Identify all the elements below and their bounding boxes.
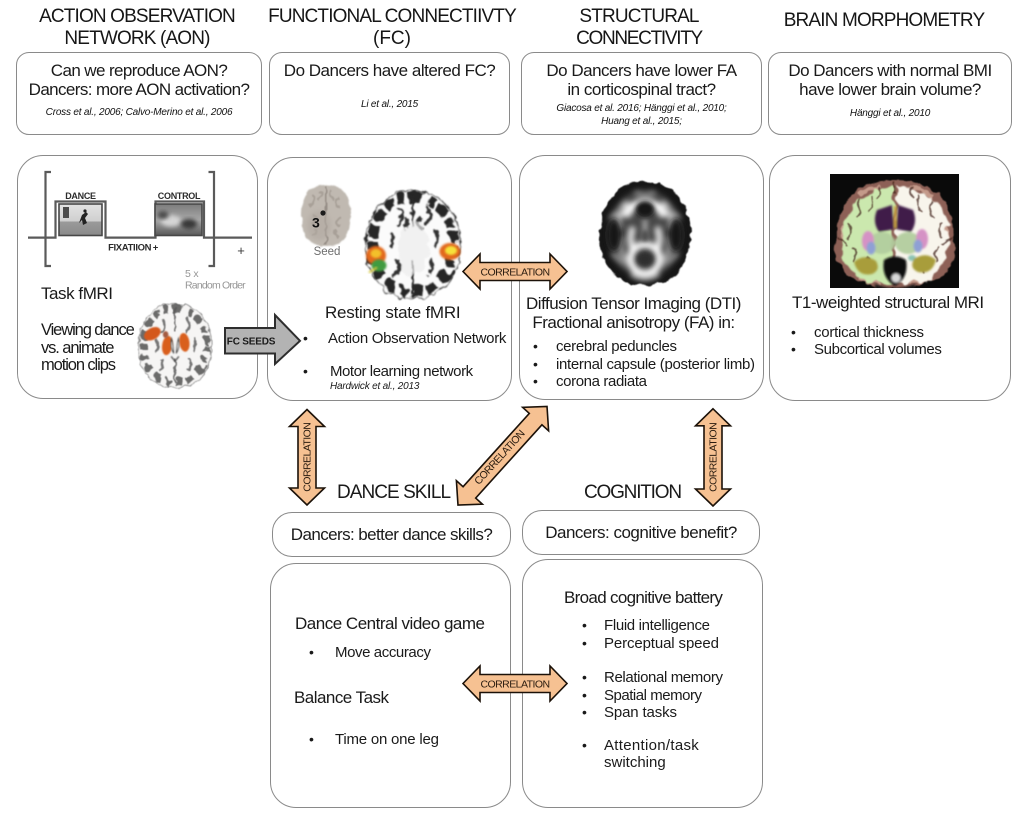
- svg-text:DANCE: DANCE: [65, 191, 96, 201]
- svg-text:CORRELATION: CORRELATION: [480, 679, 549, 691]
- svg-text:CORRELATION: CORRELATION: [708, 423, 720, 492]
- svg-text:Random Order: Random Order: [185, 280, 246, 292]
- svg-text:5 x: 5 x: [185, 268, 199, 280]
- svg-text:CORRELATION: CORRELATION: [302, 423, 314, 492]
- svg-text:CONTROL: CONTROL: [158, 191, 201, 201]
- svg-text:CORRELATION: CORRELATION: [480, 267, 549, 279]
- svg-text:3: 3: [312, 215, 320, 231]
- svg-text:FIXATIION +: FIXATIION +: [108, 243, 159, 254]
- svg-text:FC SEEDS: FC SEEDS: [227, 337, 276, 348]
- svg-text:+: +: [237, 243, 245, 258]
